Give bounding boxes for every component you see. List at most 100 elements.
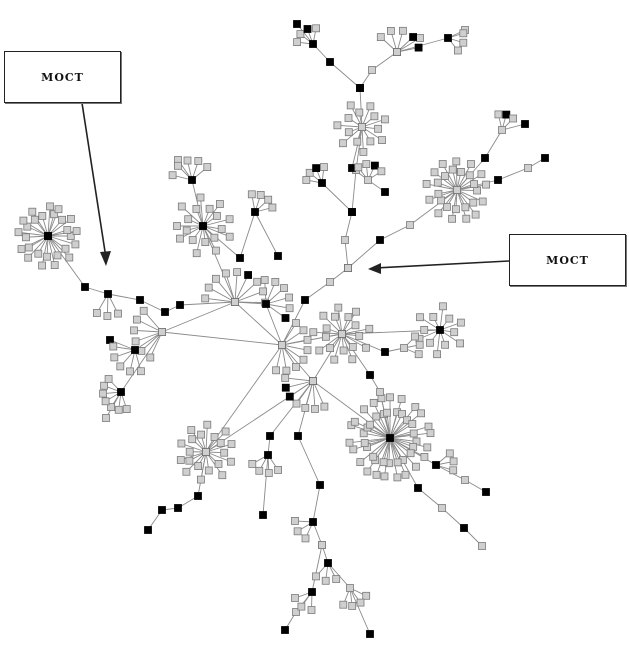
graph-node xyxy=(19,216,28,225)
graph-node xyxy=(221,269,230,278)
graph-node xyxy=(204,466,213,475)
graph-node xyxy=(136,367,145,376)
graph-node xyxy=(131,337,140,346)
graph-node xyxy=(38,211,47,220)
graph-edge xyxy=(205,451,232,463)
graph-node xyxy=(114,405,123,414)
graph-node xyxy=(439,302,447,311)
graph-node xyxy=(465,171,474,180)
graph-edge xyxy=(359,87,363,128)
graph-node-dark xyxy=(301,296,309,304)
graph-node-dark xyxy=(262,300,270,308)
graph-node xyxy=(201,238,210,247)
graph-node xyxy=(352,307,360,316)
graph-node xyxy=(409,429,418,438)
graph-node xyxy=(416,34,424,42)
graph-edge xyxy=(139,299,166,313)
graph-edge xyxy=(18,231,49,237)
graph-edge xyxy=(47,235,56,266)
graph-node xyxy=(326,344,335,353)
graph-node xyxy=(225,232,234,241)
graph-node xyxy=(30,215,39,224)
graph-node xyxy=(449,457,458,466)
graph-node-dark xyxy=(409,33,418,41)
graph-node xyxy=(355,108,364,117)
graph-node xyxy=(188,435,197,444)
graph-edge xyxy=(149,331,163,358)
graph-node xyxy=(380,472,389,481)
graph-edge xyxy=(389,437,417,442)
graph-node xyxy=(333,121,342,130)
graph-edge xyxy=(351,169,357,213)
graph-node xyxy=(282,366,291,375)
graph-edge xyxy=(205,297,236,303)
graph-edge xyxy=(312,380,391,439)
graph-node xyxy=(137,346,146,355)
graph-node xyxy=(449,466,458,475)
graph-node xyxy=(211,246,220,255)
graph-edges xyxy=(18,23,546,635)
graph-node xyxy=(482,180,491,189)
graph-edge xyxy=(109,339,136,351)
graph-node xyxy=(182,467,191,476)
graph-node xyxy=(448,214,457,223)
bridge-arrow-left xyxy=(81,102,107,259)
graph-node xyxy=(271,277,280,286)
graph-node xyxy=(420,452,429,461)
graph-edge xyxy=(47,235,76,245)
graph-node xyxy=(103,312,112,320)
graph-node xyxy=(441,340,450,349)
graph-edge xyxy=(312,333,343,382)
graph-edge xyxy=(360,437,391,463)
graph-node-dark xyxy=(244,271,253,279)
graph-node xyxy=(362,591,371,600)
graph-node xyxy=(369,398,378,407)
graph-node xyxy=(303,346,312,355)
graph-node-dark xyxy=(104,290,112,298)
graph-edge xyxy=(269,380,314,437)
graph-node xyxy=(321,332,330,341)
graph-node xyxy=(448,165,457,174)
graph-edge xyxy=(161,331,283,346)
bridge-label-right: МОСТ xyxy=(546,253,589,267)
graph-node xyxy=(426,429,435,438)
graph-node xyxy=(187,426,196,435)
graph-node xyxy=(453,186,461,194)
graph-edge xyxy=(333,333,343,360)
graph-node xyxy=(50,261,59,270)
graph-node xyxy=(434,209,443,218)
graph-edge xyxy=(47,206,51,237)
graph-node xyxy=(379,458,388,467)
graph-edge xyxy=(234,274,249,303)
graph-node xyxy=(393,458,402,467)
graph-node xyxy=(264,469,273,477)
graph-node xyxy=(296,30,305,39)
graph-node xyxy=(339,139,347,148)
graph-node xyxy=(366,102,375,111)
graph-node xyxy=(365,324,374,333)
graph-edge xyxy=(202,218,230,227)
graph-node xyxy=(176,456,185,464)
graph-node xyxy=(107,403,115,412)
graph-node-dark xyxy=(356,84,364,92)
graph-node xyxy=(53,251,62,260)
graph-node xyxy=(259,287,268,296)
graph-node xyxy=(100,381,108,390)
graph-node-dark xyxy=(81,283,89,291)
graph-node xyxy=(292,362,300,371)
graph-edge xyxy=(361,126,364,152)
graph-node xyxy=(214,459,223,468)
graph-node xyxy=(305,168,314,177)
graph-node xyxy=(212,211,221,220)
graph-node-dark xyxy=(414,43,423,52)
graph-node-dark xyxy=(502,110,511,119)
graph-node xyxy=(442,202,451,211)
graph-node xyxy=(248,459,257,468)
graph-edge xyxy=(265,303,283,346)
graph-node-dark xyxy=(348,208,356,216)
graph-node xyxy=(205,204,214,213)
graph-node xyxy=(46,202,54,211)
graph-node xyxy=(102,414,110,422)
graph-node xyxy=(334,303,343,312)
